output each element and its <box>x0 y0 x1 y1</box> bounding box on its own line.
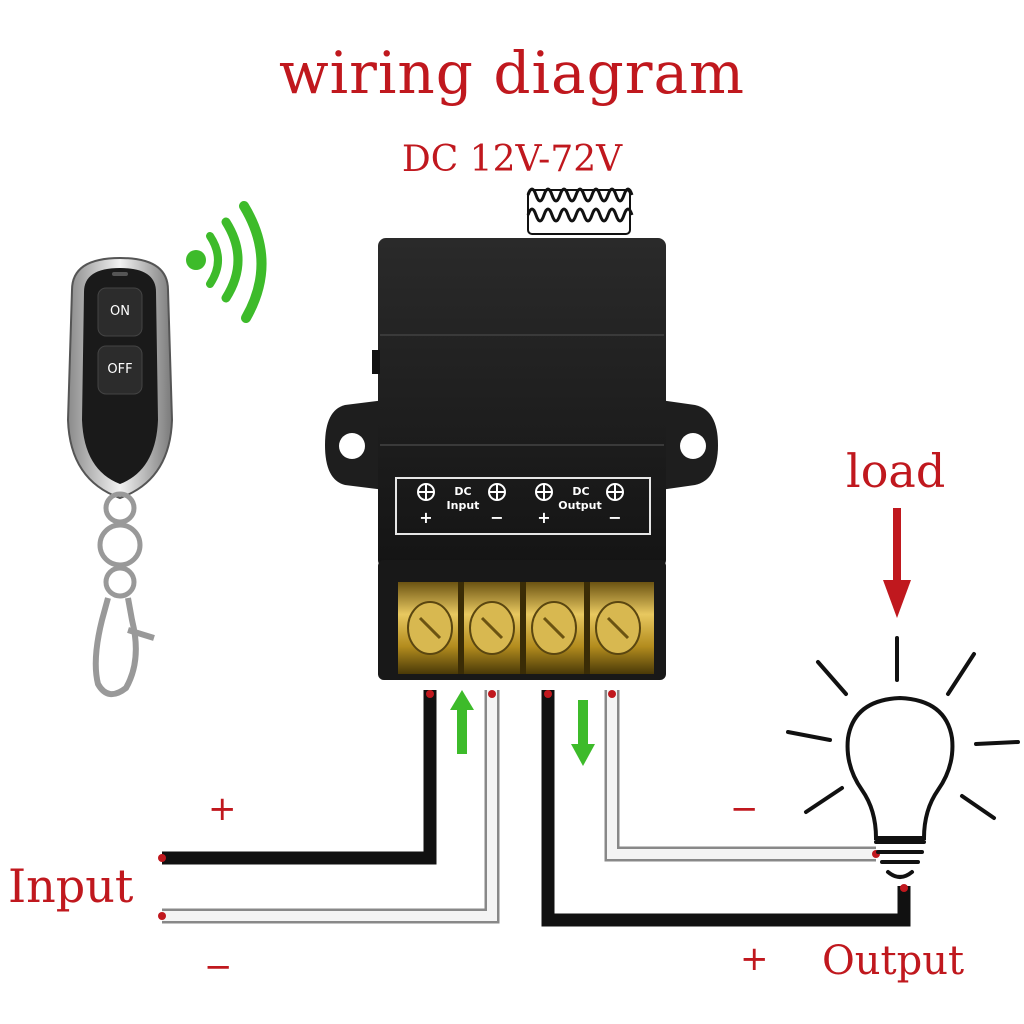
load-label: load <box>846 444 946 498</box>
output-flow-arrow-icon <box>571 700 595 766</box>
wireless-signal-icon <box>186 201 267 323</box>
output-minus-sign: − <box>730 789 759 829</box>
input-plus-sign: + <box>208 789 237 829</box>
mounting-ear-right <box>660 400 718 490</box>
mounting-ear-left <box>325 400 385 490</box>
diagram-title: wiring diagram <box>278 39 746 107</box>
panel-terminal-symbols <box>417 483 624 501</box>
panel-output-minus: − <box>608 508 622 527</box>
input-label: Input <box>8 859 134 913</box>
output-positive-wire <box>541 690 911 927</box>
load-arrow-icon <box>883 508 911 618</box>
remote-off-button: OFF <box>107 362 133 377</box>
panel-input-dc-label: DC <box>454 485 472 498</box>
panel-output-plus: + <box>537 508 551 527</box>
voltage-range-label: DC 12V-72V <box>401 139 623 180</box>
panel-input-label: Input <box>446 499 480 512</box>
panel-input-plus: + <box>419 508 433 527</box>
output-label: Output <box>822 938 965 984</box>
input-positive-wire <box>158 690 437 865</box>
output-negative-wire <box>604 690 880 862</box>
remote-control <box>66 256 174 697</box>
screw-terminal-block <box>398 582 654 674</box>
antenna-coil <box>526 187 634 235</box>
panel-output-label: Output <box>558 499 602 512</box>
panel-input-minus: − <box>490 508 504 527</box>
input-flow-arrow-icon <box>450 690 474 754</box>
panel-output-dc-label: DC <box>572 485 590 498</box>
light-bulb-icon <box>786 636 1020 879</box>
remote-on-button: ON <box>110 304 130 319</box>
input-minus-sign: − <box>204 947 233 987</box>
input-negative-wire <box>158 690 500 924</box>
output-plus-sign: + <box>740 939 769 979</box>
